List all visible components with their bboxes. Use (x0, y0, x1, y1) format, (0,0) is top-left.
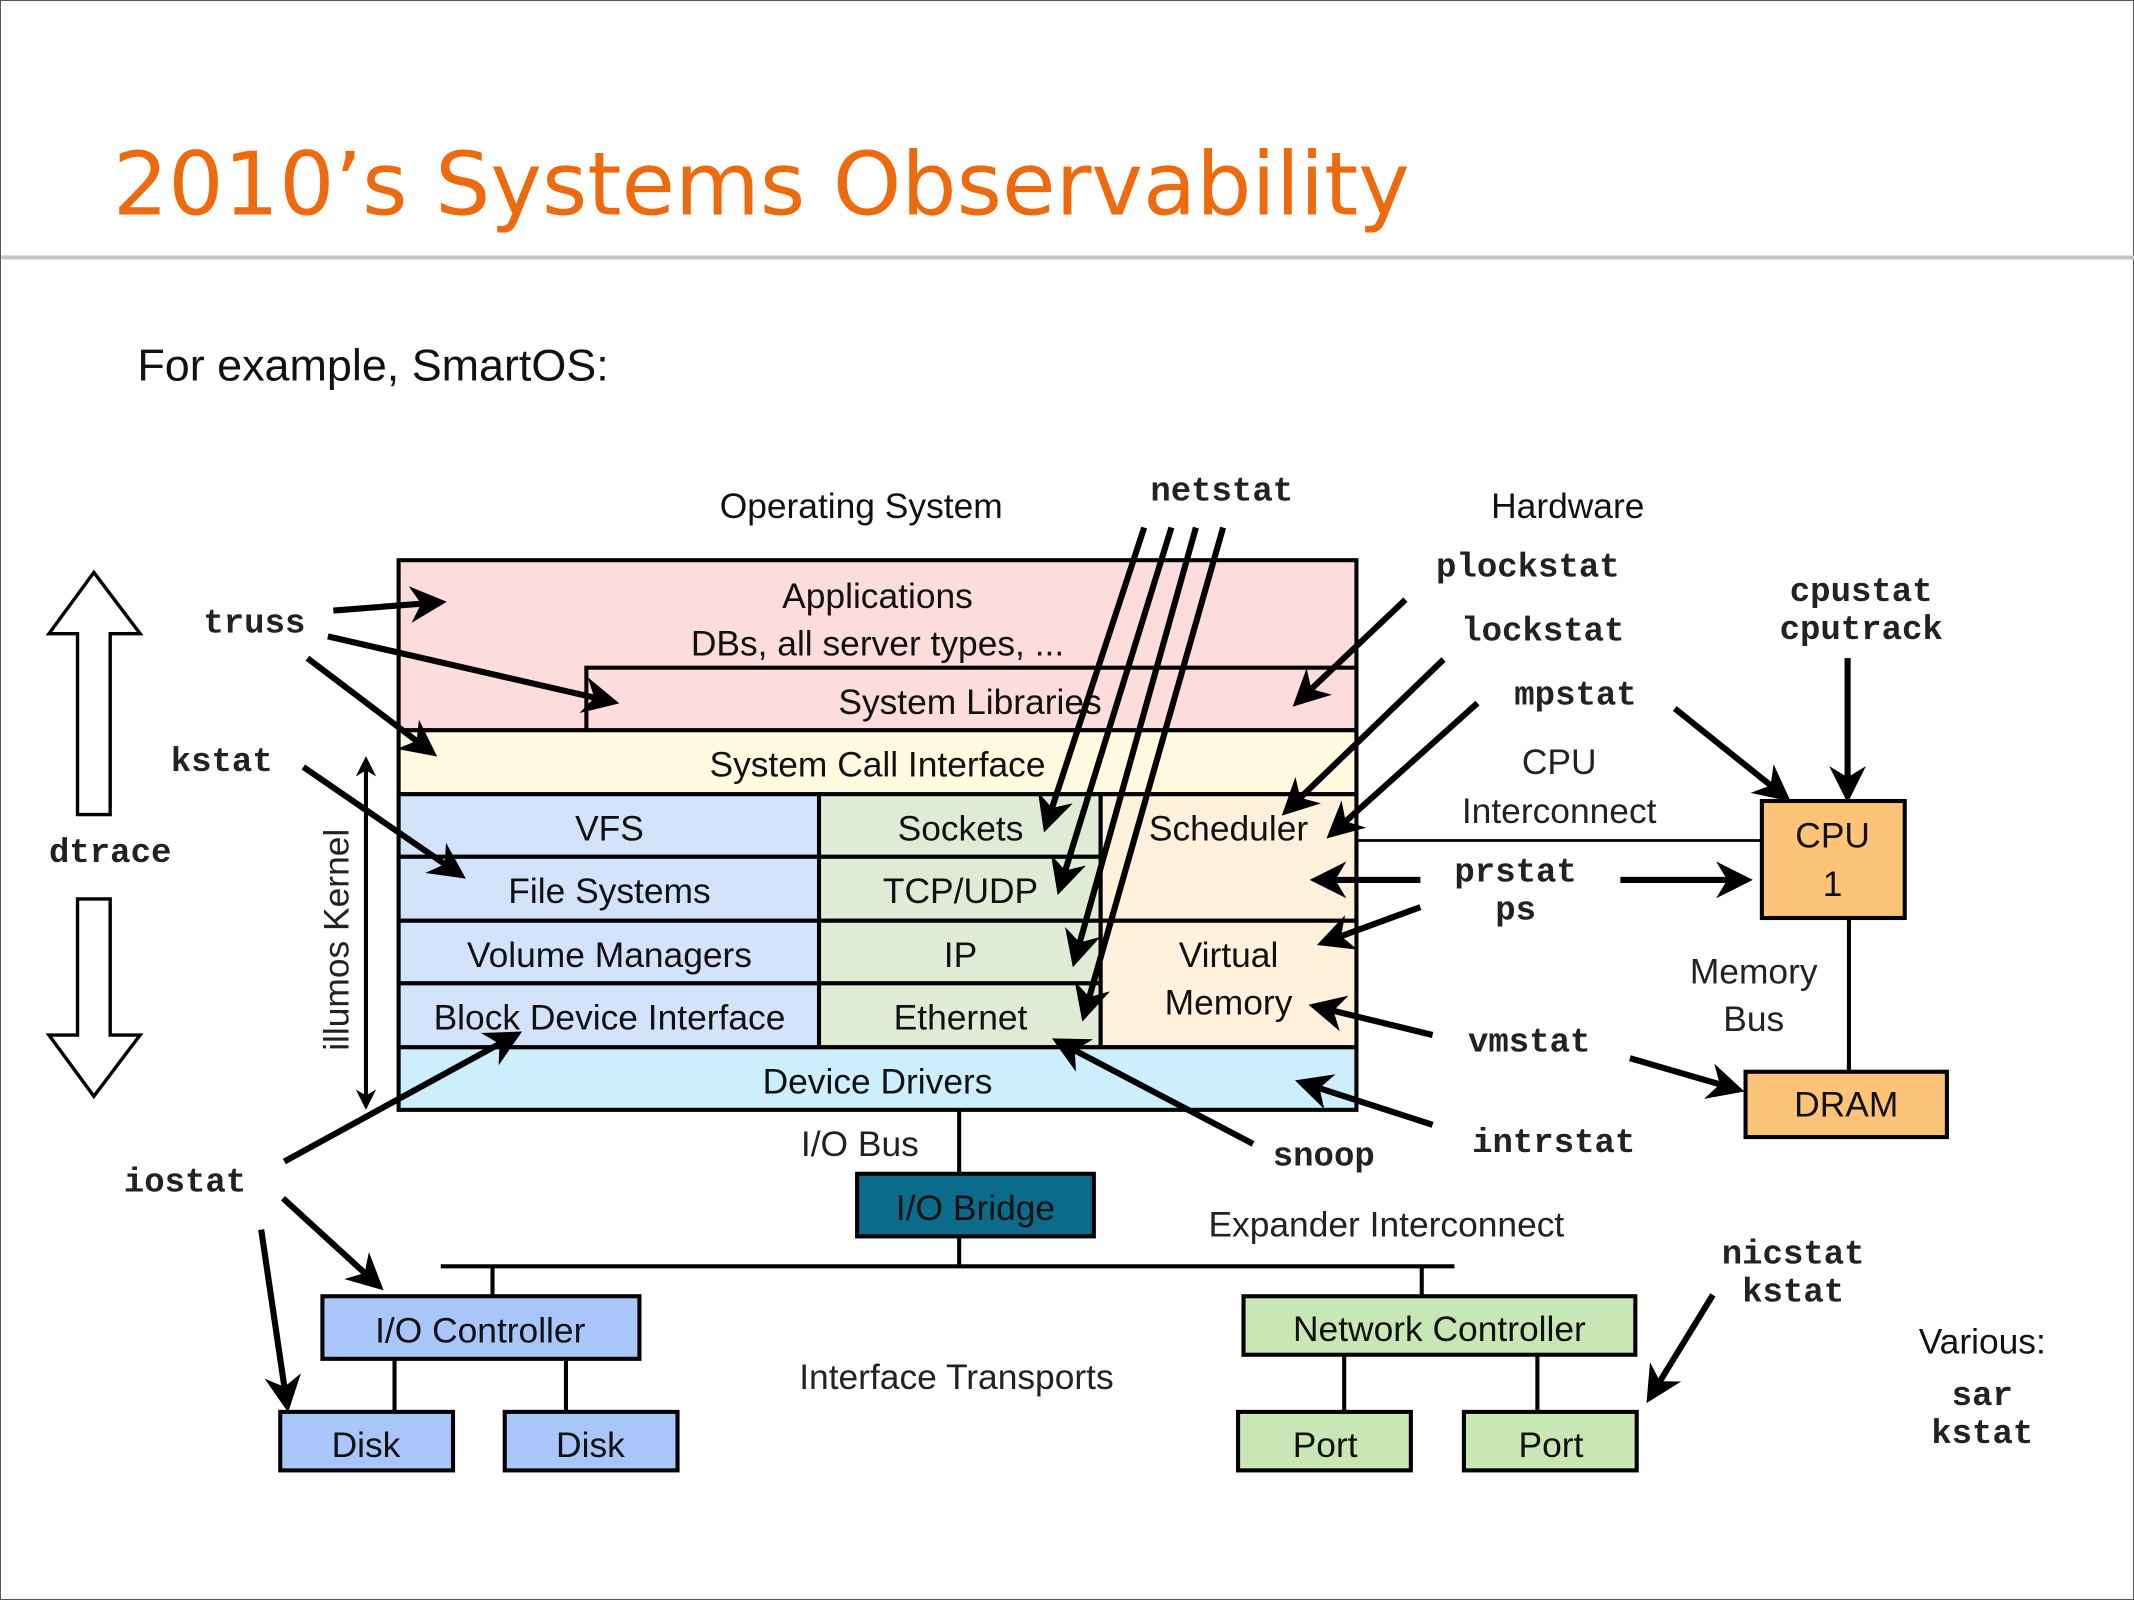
tool-ps: ps (1495, 892, 1536, 930)
ip-layer (816, 918, 1103, 986)
kernel-label: illumos Kernel (317, 829, 356, 1051)
os-stack: Applications DBs, all server types, ... … (396, 558, 1359, 1112)
tool-sar: sar (1952, 1378, 2013, 1416)
port-2-label: Port (1519, 1426, 1584, 1465)
block-device-interface-label: Block Device Interface (434, 999, 786, 1038)
heading-hardware: Hardware (1491, 487, 1644, 526)
arrow-mpstat-cpu (1672, 706, 1791, 802)
arrow-iostat-block (282, 1031, 523, 1165)
slide-title: 2010’s Systems Observability (113, 134, 1410, 236)
tcp-udp-label: TCP/UDP (883, 872, 1038, 911)
arrow-plockstat-libraries (1292, 597, 1408, 707)
file-systems-label: File Systems (508, 872, 710, 911)
disk-2-box (502, 1409, 680, 1473)
volume-managers-label: Volume Managers (467, 936, 752, 975)
applications-sub-label: DBs, all server types, ... (691, 624, 1064, 663)
disk-1-label: Disk (332, 1426, 401, 1465)
arrow-vmstat-vm (1308, 995, 1434, 1038)
network-controller-label: Network Controller (1293, 1310, 1586, 1349)
various-label: Various: (1919, 1322, 2046, 1361)
disk-2-label: Disk (556, 1426, 625, 1465)
arrow-netstat-sockets (1037, 526, 1148, 833)
arrow-truss-applications (333, 586, 447, 623)
interface-transports-label: Interface Transports (799, 1358, 1113, 1397)
device-drivers-layer (396, 1045, 1359, 1112)
cpu-interconnect-label-1: CPU (1522, 743, 1597, 782)
probe-arrows (258, 526, 1866, 1413)
tool-truss: truss (203, 605, 305, 643)
ip-label: IP (944, 936, 977, 975)
virtual-label: Virtual (1179, 936, 1279, 975)
title-divider (1, 255, 2134, 260)
port-1-label: Port (1293, 1426, 1358, 1465)
network-controller-box (1241, 1294, 1638, 1357)
io-bus-label: I/O Bus (801, 1125, 919, 1164)
memory-bus-label-1: Memory (1690, 952, 1818, 991)
cpu-interconnect-label-2: Interconnect (1462, 792, 1657, 831)
tool-prstat: prstat (1454, 854, 1576, 892)
applications-label: Applications (782, 577, 973, 616)
arrow-truss-syscall (305, 655, 438, 757)
arrow-kstat-filesystems (301, 764, 466, 879)
io-controller-label: I/O Controller (375, 1311, 585, 1350)
port-1-box (1236, 1409, 1413, 1473)
vfs-label: VFS (575, 809, 644, 848)
volume-managers-layer (396, 918, 822, 986)
tool-lockstat: lockstat (1461, 613, 1624, 651)
dram-label: DRAM (1794, 1086, 1898, 1125)
scheduler-label: Scheduler (1149, 809, 1308, 848)
tool-nic-kstat: kstat (1742, 1275, 1844, 1313)
memory-label: Memory (1165, 984, 1293, 1023)
arrow-iostat-controller (280, 1196, 384, 1291)
tool-vmstat: vmstat (1468, 1024, 1590, 1062)
dram-box (1743, 1069, 1949, 1140)
tool-dtrace: dtrace (49, 835, 171, 873)
cpu-box (1759, 798, 1907, 921)
arrow-iostat-disk (258, 1229, 301, 1413)
tool-mpstat: mpstat (1514, 677, 1636, 715)
tool-cpustat: cpustat (1790, 574, 1933, 612)
tool-iostat: iostat (124, 1164, 246, 1202)
heading-operating-system: Operating System (720, 487, 1003, 526)
expander-interconnect-label: Expander Interconnect (1208, 1205, 1564, 1244)
port-2-box (1461, 1409, 1639, 1473)
system-call-interface-label: System Call Interface (710, 746, 1046, 785)
dtrace-down-arrow-icon (45, 897, 144, 1100)
arrow-netstat-ethernet (1074, 526, 1227, 1022)
tool-kstat: kstat (171, 744, 273, 782)
arrow-netstat-ip (1065, 526, 1199, 968)
io-controller-box (320, 1294, 642, 1361)
cpu-label-1: CPU (1795, 816, 1870, 855)
memory-bus-label-2: Bus (1723, 1000, 1784, 1039)
slide-subtitle: For example, SmartOS: (137, 340, 608, 391)
arrow-nicstat-port (1646, 1293, 1716, 1404)
system-libraries-label: System Libraries (838, 683, 1101, 722)
io-bridge-label: I/O Bridge (896, 1189, 1055, 1228)
tool-intrstat: intrstat (1472, 1125, 1635, 1163)
sockets-label: Sockets (898, 809, 1024, 848)
arrow-ps-vm (1316, 904, 1422, 950)
disk-1-box (278, 1409, 456, 1473)
arrow-vmstat-dram (1629, 1055, 1745, 1099)
arrow-netstat-tcp (1050, 526, 1175, 896)
tool-cputrack: cputrack (1780, 612, 1943, 650)
tool-snoop: snoop (1273, 1139, 1375, 1177)
arrow-intrstat-drivers (1295, 1074, 1434, 1128)
tool-plockstat: plockstat (1436, 550, 1620, 588)
arrow-mpstat-scheduler (1326, 700, 1480, 839)
dtrace-up-arrow-icon (45, 569, 144, 817)
cpu-label-2: 1 (1823, 865, 1843, 904)
ethernet-label: Ethernet (894, 999, 1028, 1038)
tool-various-kstat: kstat (1931, 1416, 2033, 1454)
device-drivers-label: Device Drivers (763, 1063, 993, 1102)
arrow-snoop-ethernet (1051, 1038, 1255, 1147)
tool-nicstat: nicstat (1722, 1237, 1865, 1275)
arrow-truss-libraries (327, 633, 620, 714)
arrow-lockstat-scheduler (1281, 657, 1446, 816)
io-bridge-box (855, 1171, 1096, 1239)
tool-netstat: netstat (1150, 473, 1293, 511)
